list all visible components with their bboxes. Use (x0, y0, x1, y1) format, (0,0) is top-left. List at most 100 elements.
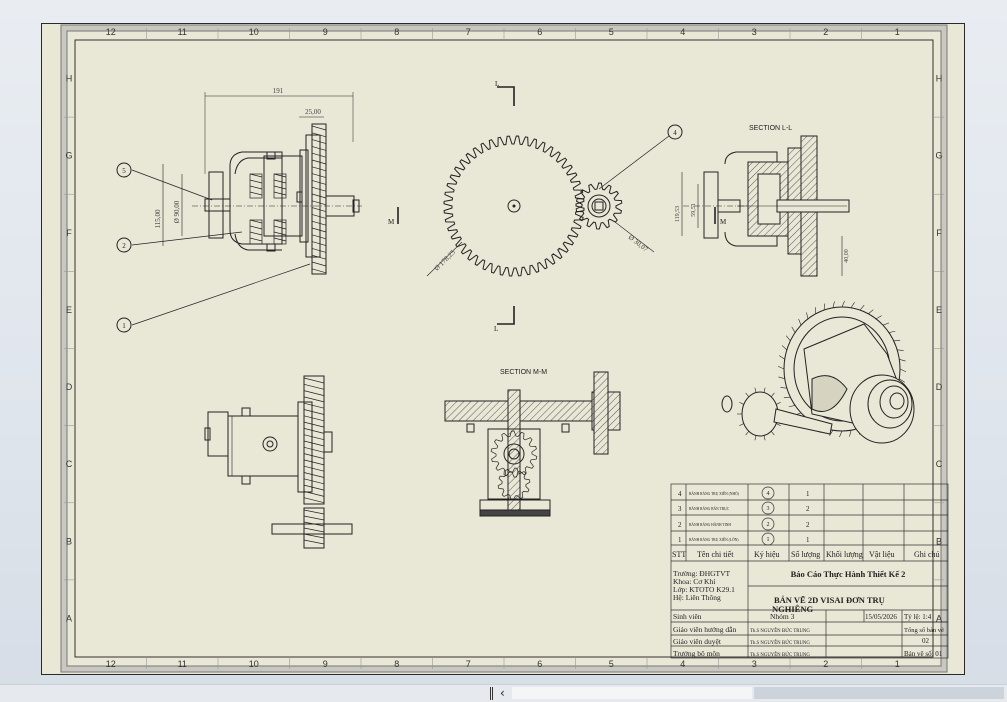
svg-text:Ghi chú: Ghi chú (914, 550, 940, 559)
zone-label-row: B (66, 536, 72, 546)
zone-label-col: 10 (249, 27, 259, 37)
zone-label-row: G (935, 151, 942, 161)
top-view[interactable] (205, 376, 352, 548)
zone-label-row: D (936, 382, 943, 392)
section-ll-view[interactable]: SECTION L-L 119,53 59,51 40,00 (675, 125, 850, 276)
svg-text:Nhóm 3: Nhóm 3 (770, 612, 795, 621)
svg-text:1: 1 (806, 490, 810, 498)
zone-label-row: C (66, 459, 73, 469)
balloon-1: 1 (117, 318, 131, 332)
svg-text:M: M (388, 218, 395, 226)
svg-text:5: 5 (122, 167, 126, 175)
svg-text:L: L (495, 80, 499, 88)
zone-label-row: D (66, 382, 73, 392)
dim-25: 25,00 (305, 108, 321, 116)
balloon-4: 4 (668, 125, 682, 139)
isometric-view[interactable] (722, 301, 914, 443)
zone-label-row: E (936, 305, 942, 315)
zone-label-col: 11 (178, 659, 187, 669)
dim-191: 191 (273, 87, 284, 95)
zone-label-col: 4 (680, 659, 685, 669)
svg-text:Sinh viên: Sinh viên (673, 612, 702, 621)
zone-label-col: 1 (895, 27, 900, 37)
dim-d90: Ø 90,00 (173, 200, 181, 223)
zone-label-col: 5 (609, 27, 614, 37)
zone-label-col: 6 (537, 659, 542, 669)
zone-label-col: 3 (752, 27, 757, 37)
svg-text:BÁNH RĂNG TRỤ XIÊN (NHỎ): BÁNH RĂNG TRỤ XIÊN (NHỎ) (689, 491, 740, 496)
zone-label-row: G (65, 151, 72, 161)
scrollbar-thumb[interactable] (754, 687, 1004, 699)
dim-40: 40,00 (844, 249, 850, 263)
zone-label-row: E (66, 305, 72, 315)
zone-label-row: H (66, 74, 73, 84)
dim-115: 115,00 (154, 209, 162, 228)
svg-text:Ký hiệu: Ký hiệu (754, 550, 780, 559)
dim-d178: Ø 178,25 (433, 248, 457, 272)
zone-label-row: F (936, 228, 942, 238)
svg-text:Báo Cáo Thực Hành Thiết Kế 2: Báo Cáo Thực Hành Thiết Kế 2 (791, 569, 906, 579)
zone-label-row: C (936, 459, 943, 469)
pinion-teeth (304, 510, 324, 544)
svg-text:1: 1 (767, 537, 770, 543)
zone-label-col: 9 (323, 27, 328, 37)
svg-text:STT: STT (672, 550, 686, 559)
horizontal-scrollbar[interactable]: ‹ (0, 684, 1007, 702)
front-inner-gears (250, 174, 286, 244)
zone-label-row: F (66, 228, 72, 238)
svg-text:Hệ: Liên Thông: Hệ: Liên Thông (673, 593, 721, 602)
svg-text:3: 3 (767, 506, 770, 512)
scroll-left-arrow-icon[interactable]: ‹ (500, 685, 505, 701)
zone-label-row: H (936, 74, 943, 84)
svg-text:Vật liệu: Vật liệu (869, 550, 895, 559)
svg-text:BÁNH RĂNG HÀNH TINH: BÁNH RĂNG HÀNH TINH (689, 522, 731, 527)
zone-label-col: 1 (895, 659, 900, 669)
svg-text:Th.S NGUYỄN ĐỨC TRUNG: Th.S NGUYỄN ĐỨC TRUNG (750, 640, 810, 646)
zone-label-col: 11 (178, 27, 187, 37)
svg-text:Th.S NGUYỄN ĐỨC TRUNG: Th.S NGUYỄN ĐỨC TRUNG (750, 628, 810, 634)
svg-text:Tỷ lệ: 1:4: Tỷ lệ: 1:4 (904, 613, 932, 621)
svg-text:4: 4 (673, 129, 677, 137)
svg-text:2: 2 (122, 242, 126, 250)
dim-d30: Ø 30,07 (627, 233, 650, 253)
svg-text:2: 2 (767, 522, 770, 528)
section-mm-label: SECTION M-M (500, 369, 547, 376)
zone-label-col: 7 (466, 659, 471, 669)
svg-text:2: 2 (678, 521, 682, 529)
zone-label-col: 12 (106, 659, 116, 669)
dim-119: 119,53 (675, 206, 681, 222)
svg-text:Th.S NGUYỄN ĐỨC TRUNG: Th.S NGUYỄN ĐỨC TRUNG (750, 652, 810, 658)
svg-text:1: 1 (806, 536, 810, 544)
svg-text:Trưởng bộ môn: Trưởng bộ môn (673, 649, 720, 658)
zone-label-col: 3 (752, 659, 757, 669)
section-mm-view[interactable]: SECTION M-M (445, 369, 620, 516)
svg-text:1: 1 (678, 536, 682, 544)
svg-text:BÁNH RĂNG TRỤ XIÊN (LỚN): BÁNH RĂNG TRỤ XIÊN (LỚN) (689, 537, 739, 542)
zone-label-row: A (66, 613, 72, 623)
svg-text:2: 2 (806, 521, 810, 529)
front-view[interactable]: 191 25,00 115,00 Ø 90,00 (132, 87, 362, 325)
svg-text:Giáo viên hướng dẫn: Giáo viên hướng dẫn (673, 625, 736, 634)
zone-label-col: 4 (680, 27, 685, 37)
scrollbar-track[interactable] (512, 687, 752, 699)
split-handle[interactable] (490, 687, 493, 700)
zone-label-col: 8 (394, 27, 399, 37)
zone-label-col: 8 (394, 659, 399, 669)
balloon-2: 2 (117, 238, 131, 252)
svg-text:1: 1 (122, 322, 126, 330)
front-gear-teeth (312, 124, 326, 273)
zone-label-col: 2 (823, 27, 828, 37)
zone-label-col: 6 (537, 27, 542, 37)
title-block-text: STT Tên chi tiết Ký hiệu Số lượng Khối l… (672, 550, 944, 658)
dim-59: 59,51 (691, 203, 697, 217)
svg-text:Tên chi tiết: Tên chi tiết (697, 550, 734, 559)
svg-text:4: 4 (767, 491, 770, 497)
svg-text:Số lượng: Số lượng (791, 550, 820, 559)
zone-label-col: 7 (466, 27, 471, 37)
